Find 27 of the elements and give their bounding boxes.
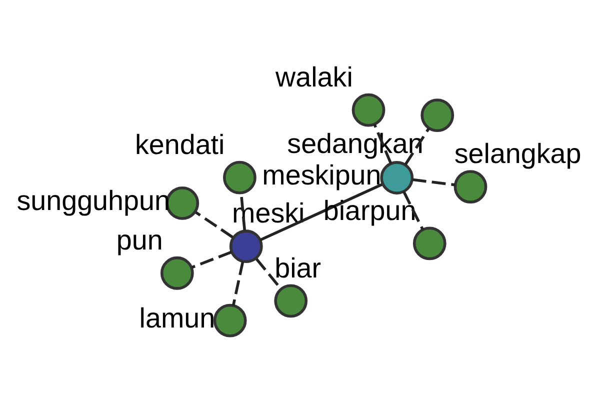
connector [404,128,430,166]
node-label: lamun [139,302,216,334]
connector [412,178,456,186]
connector [191,250,232,269]
node-circle [229,230,263,264]
connector [260,183,382,242]
node-circle [380,161,414,194]
node-circle [412,226,446,260]
node-circle [274,284,308,318]
node-label: meskipun [262,160,382,191]
connector [232,261,244,306]
node-label: sedangkan [287,128,424,159]
node-circle [213,304,247,338]
connector [402,191,424,230]
node-label: kendati [134,128,225,160]
node-circle [454,170,488,204]
node-label: selangkap [454,138,582,170]
node-label: biar [274,252,322,284]
node-label: biarpun [323,194,416,226]
node-circle [352,93,386,127]
node-circle [223,160,256,194]
node-circle [420,98,454,132]
node-label: pun [116,224,163,256]
connector [195,211,234,238]
connector [373,124,392,164]
node-label: walaki [276,61,353,92]
node-circle [160,256,194,290]
